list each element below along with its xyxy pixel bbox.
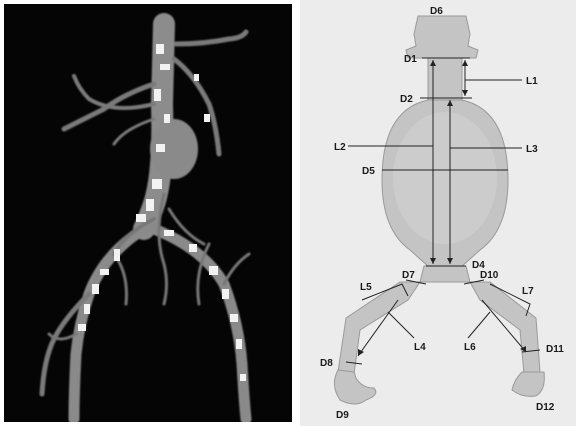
label-d12: D12 <box>536 402 555 413</box>
label-d7: D7 <box>402 270 415 281</box>
label-d1: D1 <box>404 54 417 65</box>
sac-highlight <box>393 112 497 244</box>
label-d2: D2 <box>400 94 413 105</box>
ct-angiography-panel <box>4 4 292 422</box>
label-l5: L5 <box>360 282 372 293</box>
label-d9: D9 <box>336 410 349 421</box>
label-d5: D5 <box>362 166 375 177</box>
label-l3: L3 <box>526 144 538 155</box>
label-l6: L6 <box>464 342 476 353</box>
label-l7: L7 <box>522 286 534 297</box>
label-l1: L1 <box>526 76 538 87</box>
label-d11: D11 <box>546 344 564 355</box>
label-l4: L4 <box>414 342 426 353</box>
aneurysm-schematic-panel: D6 D1 L1 D2 L2 L3 D5 D4 D7 D10 L5 L7 L4 … <box>300 0 576 426</box>
aneurysm-schematic: D6 D1 L1 D2 L2 L3 D5 D4 D7 D10 L5 L7 L4 … <box>300 0 576 426</box>
label-l2: L2 <box>334 142 346 153</box>
label-d8: D8 <box>320 358 333 369</box>
label-d10: D10 <box>480 270 499 281</box>
angiography-image <box>4 4 292 422</box>
label-d6: D6 <box>430 6 443 17</box>
